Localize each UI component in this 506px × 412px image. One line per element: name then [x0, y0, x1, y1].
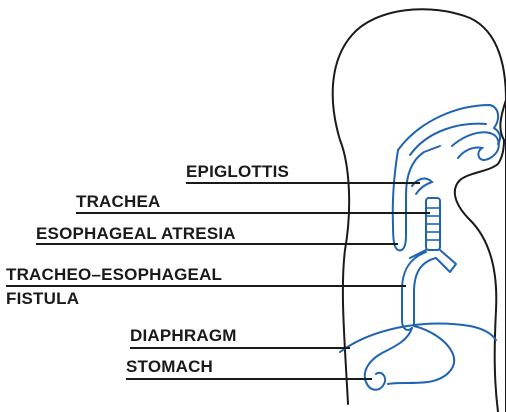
label-stomach: STOMACH [126, 358, 213, 376]
label-trachea: TRACHEA [76, 193, 161, 211]
distal-esophagus [402, 252, 436, 330]
label-esophageal-atresia: ESOPHAGEAL ATRESIA [36, 225, 236, 243]
bronchi [410, 250, 456, 272]
stomach-shape [365, 326, 454, 390]
epiglottis-shape [412, 179, 432, 194]
label-te-fistula-line2: FISTULA [6, 290, 79, 308]
body-outline [333, 9, 506, 412]
label-te-fistula-line1: TRACHEO–ESOPHAGEAL [6, 266, 222, 284]
tongue [452, 132, 499, 160]
label-diaphragm: DIAPHRAGM [130, 327, 237, 345]
label-epiglottis: EPIGLOTTIS [186, 163, 289, 181]
